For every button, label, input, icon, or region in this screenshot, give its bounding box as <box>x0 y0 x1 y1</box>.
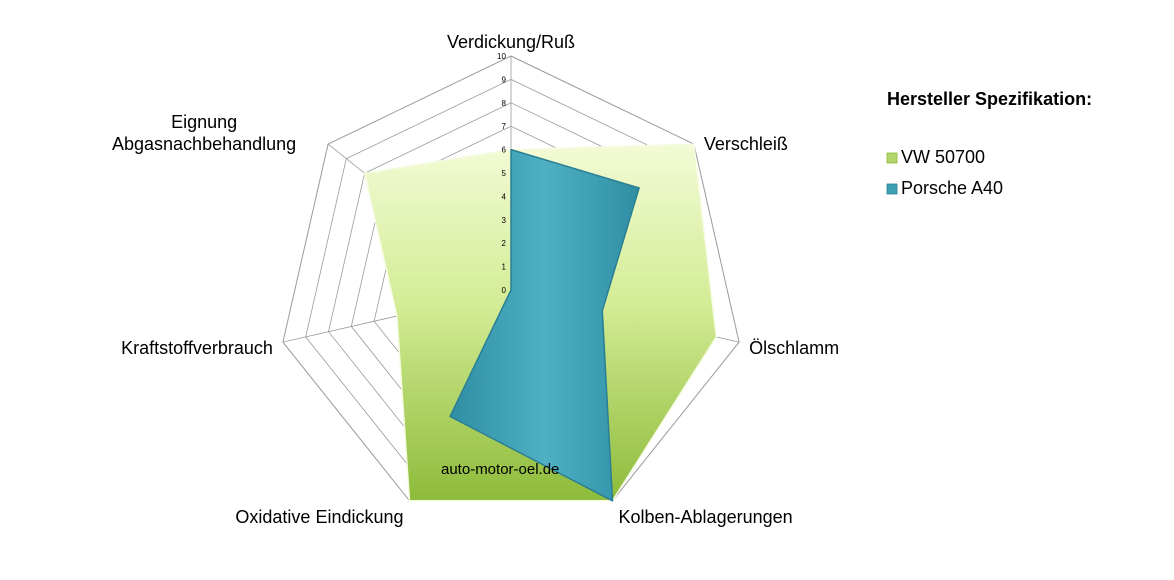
radar-series <box>363 143 718 502</box>
legend-title: Hersteller Spezifikation: <box>887 89 1092 109</box>
legend-swatch-1 <box>886 183 898 195</box>
tick-label-9: 9 <box>502 75 507 84</box>
legend: Hersteller Spezifikation: VW 50700Porsch… <box>886 89 1092 198</box>
axis-label-6-line-0: Eignung <box>171 112 237 132</box>
legend-swatch-0 <box>886 152 898 164</box>
axis-label-0: Verdickung/Ruß <box>447 32 575 52</box>
tick-label-4: 4 <box>502 192 507 201</box>
tick-label-8: 8 <box>502 99 507 108</box>
tick-label-1: 1 <box>502 263 507 272</box>
radar-axis-labels: Verdickung/RußVerschleißÖlschlammKolben-… <box>112 32 839 527</box>
radar-tick-labels: 0 1 2 3 4 5 6 7 8 9 10 <box>497 52 506 295</box>
tick-label-5: 5 <box>502 169 507 178</box>
tick-label-3: 3 <box>502 216 507 225</box>
tick-label-10: 10 <box>497 52 506 61</box>
tick-label-6: 6 <box>502 146 507 155</box>
axis-label-5: Kraftstoffverbrauch <box>121 338 273 358</box>
tick-label-7: 7 <box>502 122 507 131</box>
axis-label-2: Ölschlamm <box>749 338 839 358</box>
legend-label-0: VW 50700 <box>901 147 985 167</box>
axis-label-4: Oxidative Eindickung <box>235 507 403 527</box>
axis-label-1: Verschleiß <box>704 134 788 154</box>
watermark-text: auto-motor-oel.de <box>441 461 559 478</box>
series-area-1 <box>449 148 640 502</box>
legend-label-1: Porsche A40 <box>901 178 1003 198</box>
axis-label-3: Kolben-Ablagerungen <box>619 507 793 527</box>
tick-label-0: 0 <box>502 286 507 295</box>
tick-label-2: 2 <box>502 239 507 248</box>
axis-label-6-line-1: Abgasnachbehandlung <box>112 134 296 154</box>
